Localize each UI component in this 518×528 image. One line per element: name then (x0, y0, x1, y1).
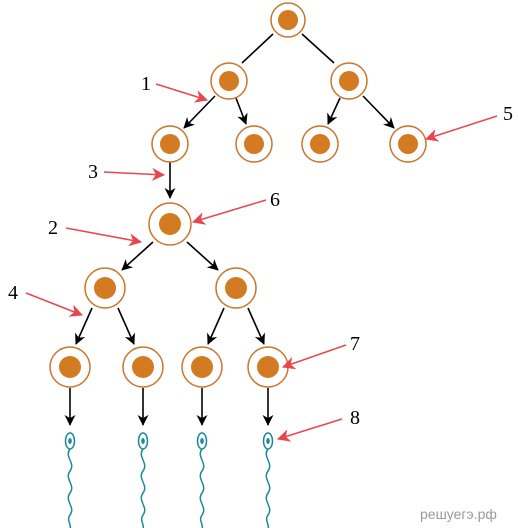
pointer-7 (281, 344, 347, 370)
label-4: 4 (8, 282, 18, 304)
cell-secondary-right (215, 267, 257, 309)
cell-spermatid-4 (247, 346, 289, 388)
arrow-r1-b (362, 95, 395, 129)
arrow-r2-b (247, 307, 265, 345)
label-7: 7 (350, 333, 360, 355)
sperm-4 (262, 432, 274, 528)
connector-top-right (301, 33, 335, 64)
sperm-3 (196, 432, 208, 528)
cell-spermatid-2 (122, 346, 164, 388)
pointer-6 (191, 199, 267, 225)
watermark: решуегэ.рф (420, 506, 497, 522)
cell-row2-3 (301, 125, 339, 163)
label-3: 3 (88, 161, 98, 183)
connector-top-left (241, 33, 274, 64)
cell-secondary-left (84, 267, 126, 309)
label-8: 8 (350, 407, 360, 429)
cell-spermatid-1 (49, 346, 91, 388)
cell-top (270, 2, 306, 38)
arrow-l1-a (183, 95, 216, 129)
label-2: 2 (48, 217, 58, 239)
cell-spermatid-3 (181, 346, 223, 388)
arrow-6-left (121, 241, 154, 271)
cell-row2-1 (151, 125, 189, 163)
pointer-2 (65, 227, 143, 247)
number-labels: 1 3 2 6 5 4 7 8 (8, 73, 513, 429)
cells (49, 2, 427, 388)
pointer-3 (103, 167, 166, 181)
label-6: 6 (270, 189, 280, 211)
sperm-2 (137, 432, 149, 528)
arrow-r1-a (327, 97, 341, 125)
label-1: 1 (141, 73, 151, 95)
arrow-4-a (75, 307, 93, 345)
arrow-4-b (117, 307, 135, 345)
pointer-1 (155, 83, 209, 103)
cell-row1-left (210, 62, 248, 100)
cell-primary-spermatocyte (148, 202, 192, 246)
cell-row2-2 (235, 125, 273, 163)
label-5: 5 (503, 103, 513, 125)
pointer-5 (424, 115, 498, 142)
arrow-l1-b (235, 97, 248, 125)
sperm-1 (64, 432, 76, 528)
arrow-r2-a (207, 307, 225, 345)
pointer-4 (25, 292, 84, 317)
pointer-8 (276, 418, 343, 442)
spermatozoa (64, 432, 274, 528)
arrow-6-right (186, 241, 219, 271)
cell-row1-right (330, 62, 368, 100)
lineage-connectors (64, 33, 395, 426)
cell-row2-4 (389, 125, 427, 163)
pointer-arrows (25, 83, 498, 442)
